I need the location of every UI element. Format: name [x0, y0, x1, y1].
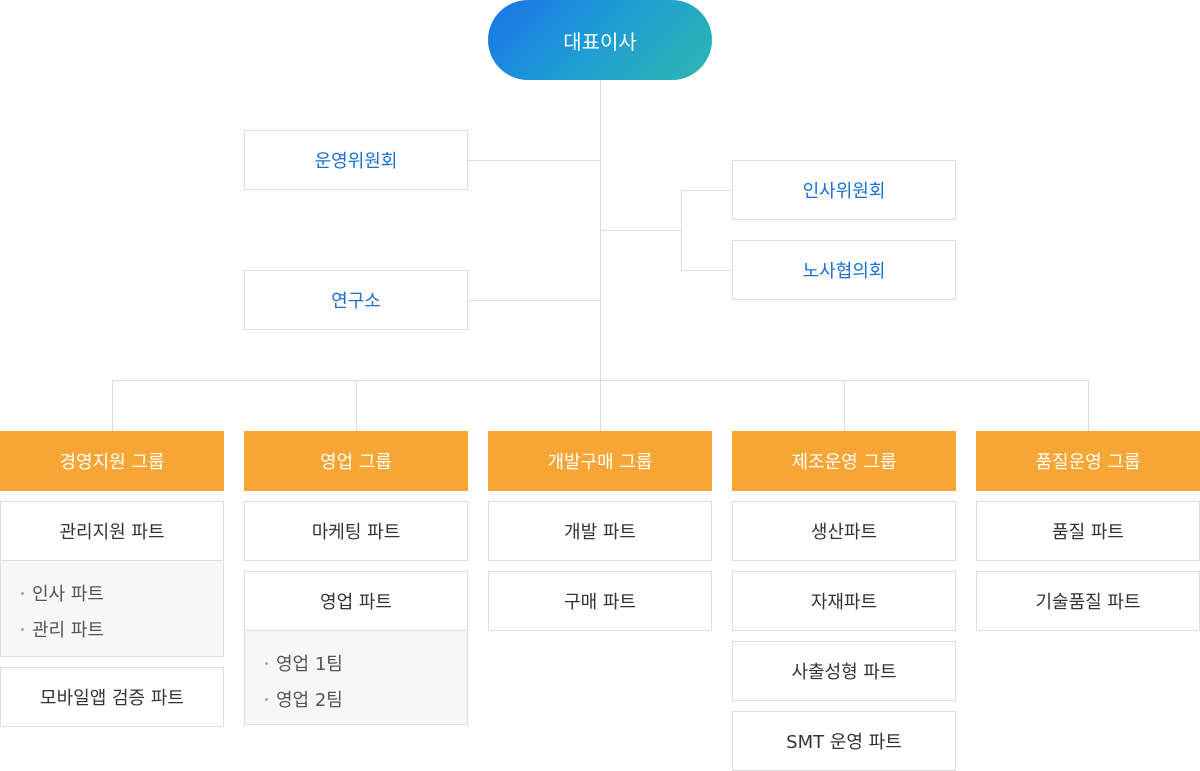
- connector-right-branch: [600, 230, 681, 231]
- group-label: 제조운영 그룹: [791, 452, 897, 473]
- sub-item-label: 영업 2팀: [276, 690, 343, 711]
- bullet-icon: [21, 591, 24, 595]
- sub-list-item: 인사 파트: [21, 575, 223, 611]
- part-box: 생산파트: [732, 501, 956, 561]
- committee-operations: 운영위원회: [244, 130, 468, 190]
- connector-hr: [681, 190, 732, 191]
- bullet-icon: [265, 697, 268, 701]
- part-label: SMT 운영 파트: [786, 732, 902, 753]
- part-label: 품질 파트: [1052, 522, 1124, 543]
- sub-list-item: 영업 1팀: [265, 645, 467, 681]
- part-label: 모바일앱 검증 파트: [40, 688, 184, 709]
- part-box: 자재파트: [732, 571, 956, 631]
- connector-right-vertical: [681, 190, 682, 270]
- sub-item-label: 영업 1팀: [276, 654, 343, 675]
- committee-hr-label: 인사위원회: [802, 181, 886, 202]
- part-label: 개발 파트: [564, 522, 636, 543]
- part-box: 모바일앱 검증 파트: [0, 667, 224, 727]
- group-label: 품질운영 그룹: [1035, 452, 1141, 473]
- part-label: 생산파트: [810, 522, 878, 543]
- sub-list-management: 인사 파트 관리 파트: [0, 560, 224, 657]
- part-box: 영업 파트: [244, 571, 468, 631]
- part-box: 품질 파트: [976, 501, 1200, 561]
- group-label: 경영지원 그룹: [59, 452, 165, 473]
- group-sales: 영업 그룹: [244, 431, 468, 491]
- part-box: SMT 운영 파트: [732, 711, 956, 771]
- part-box: 관리지원 파트: [0, 501, 224, 561]
- committee-labor: 노사협의회: [732, 240, 956, 300]
- group-label: 개발구매 그룹: [547, 452, 653, 473]
- part-box: 마케팅 파트: [244, 501, 468, 561]
- part-label: 구매 파트: [564, 592, 636, 613]
- sub-list-item: 영업 2팀: [265, 681, 467, 717]
- group-dev-purchase: 개발구매 그룹: [488, 431, 712, 491]
- group-label: 영업 그룹: [320, 452, 392, 473]
- drop-line-group-1: [112, 380, 113, 431]
- drop-line-group-3: [600, 380, 601, 431]
- bullet-icon: [21, 627, 24, 631]
- ceo-node: 대표이사: [488, 0, 712, 80]
- ceo-label: 대표이사: [563, 29, 637, 54]
- part-box: 구매 파트: [488, 571, 712, 631]
- drop-line-group-2: [356, 380, 357, 431]
- group-management-support: 경영지원 그룹: [0, 431, 224, 491]
- committee-labor-label: 노사협의회: [802, 261, 886, 282]
- drop-line-group-5: [1088, 380, 1089, 431]
- part-label: 기술품질 파트: [1035, 592, 1141, 613]
- committee-research: 연구소: [244, 270, 468, 330]
- sub-list-sales: 영업 1팀 영업 2팀: [244, 630, 468, 725]
- part-box: 사출성형 파트: [732, 641, 956, 701]
- connector-labor: [681, 270, 732, 271]
- sub-item-label: 관리 파트: [32, 620, 104, 641]
- drop-line-group-4: [844, 380, 845, 431]
- part-label: 자재파트: [810, 592, 878, 613]
- committee-research-label: 연구소: [331, 291, 381, 312]
- part-box: 개발 파트: [488, 501, 712, 561]
- part-label: 영업 파트: [320, 592, 392, 613]
- bullet-icon: [265, 661, 268, 665]
- connector-research: [467, 300, 600, 301]
- group-manufacturing: 제조운영 그룹: [732, 431, 956, 491]
- sub-item-label: 인사 파트: [32, 584, 104, 605]
- part-label: 관리지원 파트: [59, 522, 165, 543]
- committee-operations-label: 운영위원회: [314, 151, 398, 172]
- part-label: 마케팅 파트: [311, 522, 401, 543]
- part-box: 기술품질 파트: [976, 571, 1200, 631]
- sub-list-item: 관리 파트: [21, 611, 223, 647]
- part-label: 사출성형 파트: [791, 662, 897, 683]
- committee-hr: 인사위원회: [732, 160, 956, 220]
- connector-operations: [467, 160, 600, 161]
- group-quality: 품질운영 그룹: [976, 431, 1200, 491]
